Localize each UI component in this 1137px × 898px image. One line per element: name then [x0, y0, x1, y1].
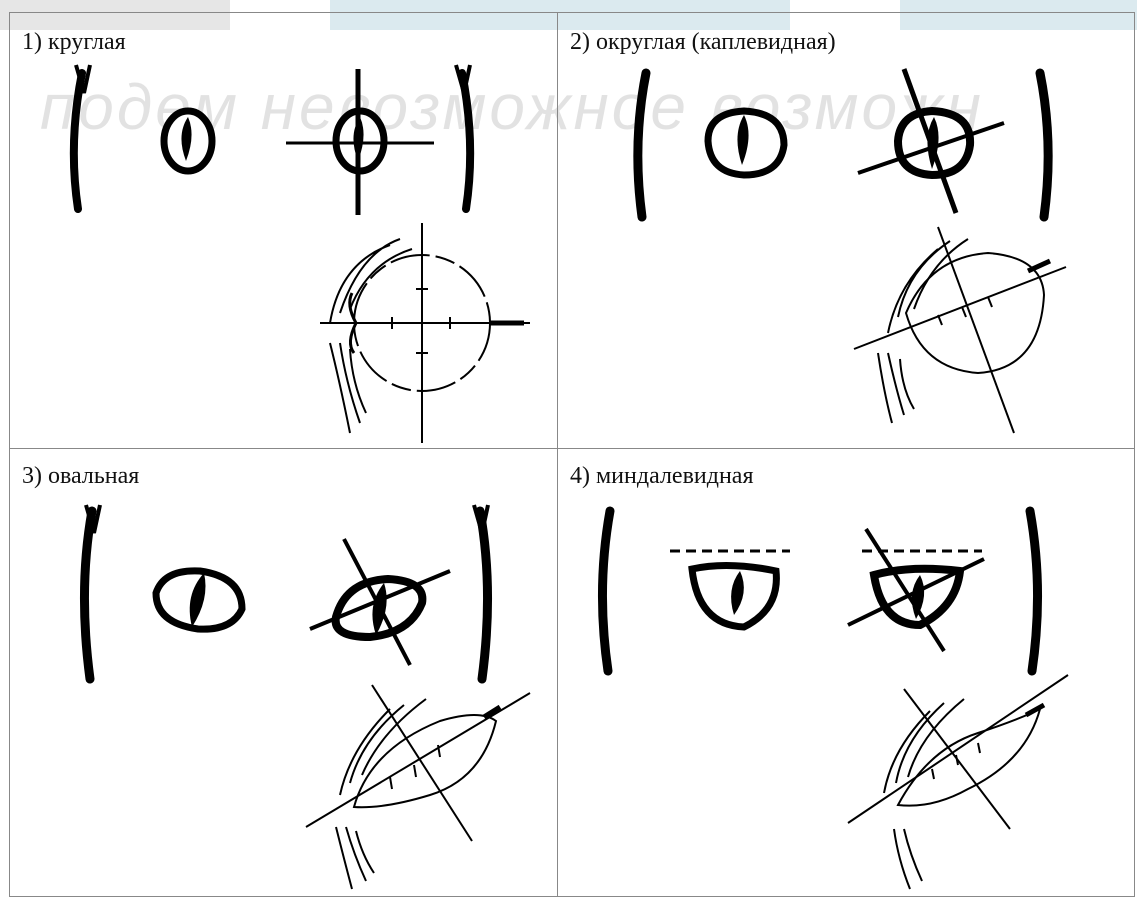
oval-eye-drawing — [10, 449, 558, 896]
panel-rounded-drop: 2) округлая (каплевидная) — [558, 13, 1134, 449]
panel-almond: 4) миндалевидная — [558, 449, 1134, 896]
left-bracket — [638, 73, 646, 217]
round-eye-drawing — [10, 13, 558, 449]
left-bracket — [74, 73, 82, 209]
panel-round: 1) круглая — [10, 13, 558, 449]
oval-eye-sketch — [306, 685, 530, 889]
drop-eye-drawing — [558, 13, 1134, 449]
panel-oval: 3) овальная — [10, 449, 558, 896]
eye-shapes-grid: 1) круглая — [9, 12, 1135, 897]
right-bracket — [1030, 511, 1038, 671]
left-bracket — [84, 511, 92, 679]
left-bracket — [602, 511, 610, 671]
right-bracket — [1040, 73, 1048, 217]
almond-eye-sketch — [848, 675, 1068, 889]
right-bracket — [480, 511, 488, 679]
drop-eye-sketch — [854, 227, 1066, 433]
round-eye-sketch — [320, 223, 530, 443]
almond-eye-drawing — [558, 449, 1134, 896]
